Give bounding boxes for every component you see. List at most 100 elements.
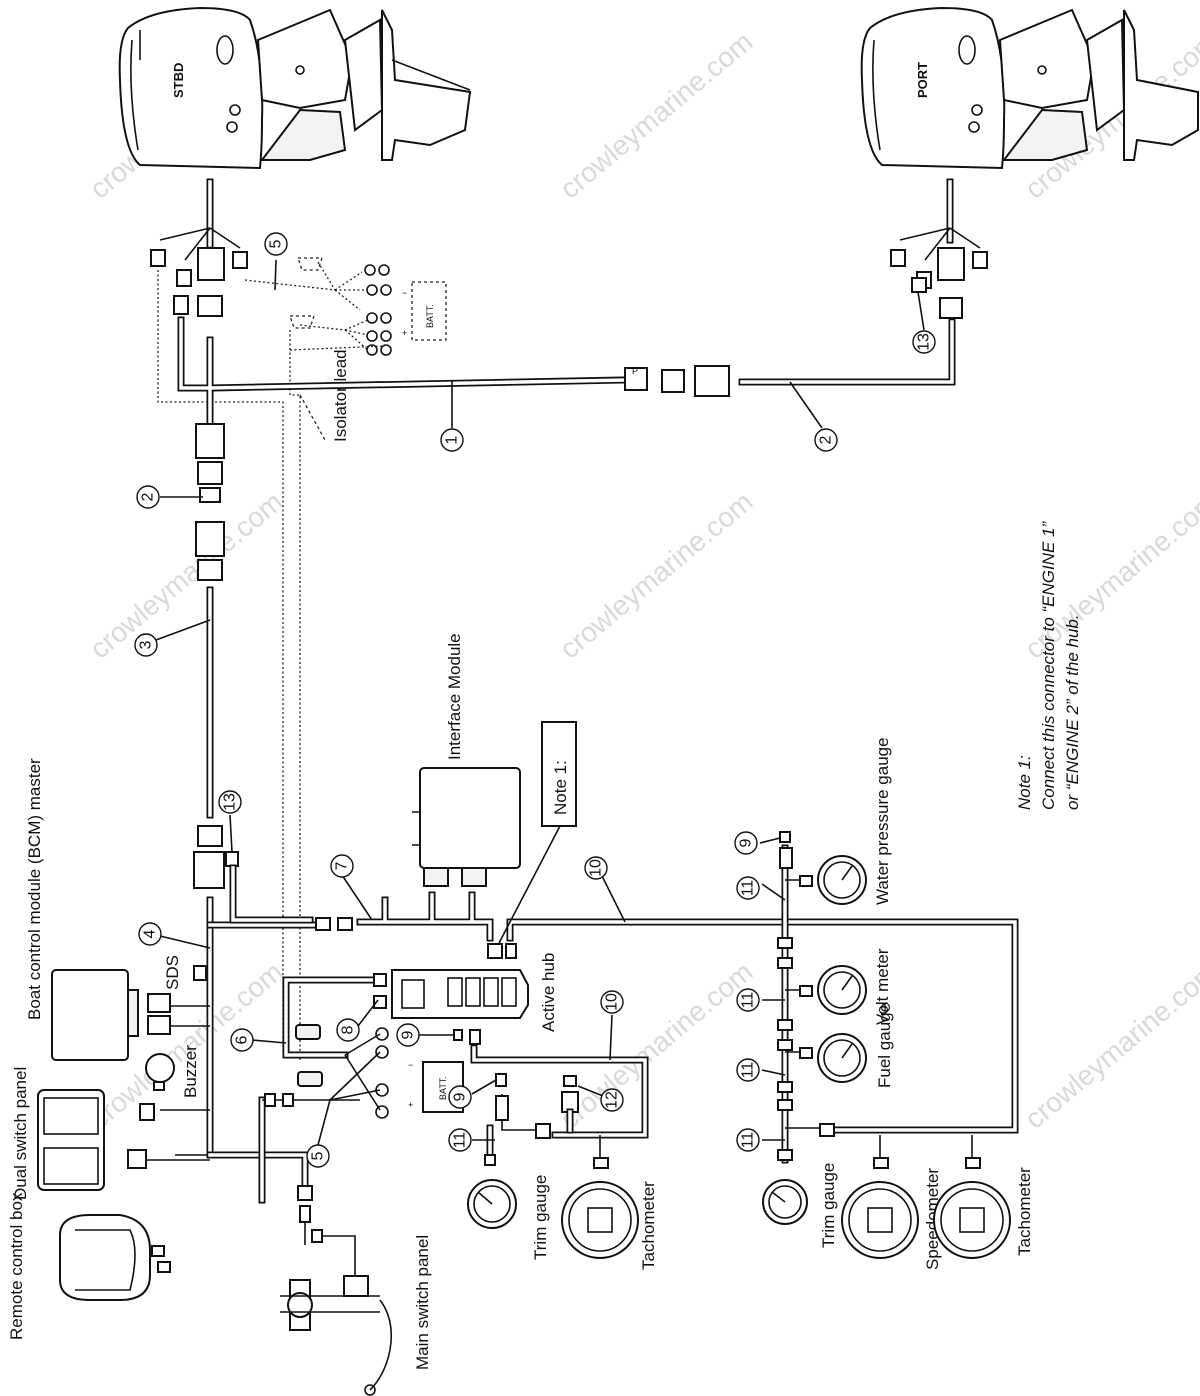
callout-6: 6 (230, 1028, 254, 1052)
battery-label-top: BATT. (425, 304, 435, 328)
callout-13-left: 13 (218, 790, 242, 814)
callout-4: 4 (138, 922, 162, 946)
svg-text:11: 11 (740, 992, 757, 1009)
svg-text:1: 1 (444, 435, 461, 444)
callout-10-right: 10 (584, 856, 608, 880)
active-hub-label: Active hub (539, 953, 558, 1032)
tachometer-left: Tachometer (561, 1181, 658, 1270)
dual-switch-panel: Dual switch panel (11, 1067, 155, 1200)
interface-module-label: Interface Module (445, 633, 464, 760)
speedometer: Speedometer (841, 1168, 942, 1270)
callout-1: 1 (440, 428, 464, 452)
callout-2-right: 2 (814, 428, 838, 452)
isolator-wiring: BATT. − + Isolator lead (157, 257, 447, 1060)
note-line1: Connect this connector to “ENGINE 1” (1039, 520, 1058, 810)
svg-text:11: 11 (740, 1062, 757, 1079)
svg-text:2: 2 (140, 492, 157, 501)
watermark: crowleymarine.com (554, 486, 759, 665)
battery-plus: + (402, 328, 407, 338)
svg-text:5: 5 (310, 1151, 327, 1160)
svg-text:10: 10 (604, 993, 621, 1011)
port-outboard: PORT (860, 6, 1199, 170)
watermark: crowleymarine.com (554, 26, 759, 205)
svg-text:7: 7 (334, 861, 351, 870)
note-line2: or “ENGINE 2” of the hub. (1063, 614, 1082, 810)
svg-text:9: 9 (738, 838, 755, 847)
callout-11-left: 11 (448, 1128, 472, 1152)
sds-label: SDS (163, 955, 182, 990)
trim-gauge-right: Trim gauge (762, 1163, 838, 1248)
stbd-outboard: STBD (118, 6, 472, 170)
dual-switch-label: Dual switch panel (11, 1067, 30, 1200)
svg-text:3: 3 (138, 640, 155, 649)
volt-meter-label: Volt meter (873, 948, 892, 1025)
interface-module: Interface Module (412, 633, 521, 887)
callout-5-top: 5 (264, 232, 288, 256)
svg-text:5: 5 (268, 239, 285, 248)
svg-text:12: 12 (604, 1091, 621, 1109)
callout-10-left: 10 (600, 990, 624, 1014)
trim-gauge-left: Trim gauge (467, 1175, 550, 1260)
battery-minus: − (402, 288, 407, 298)
callout-11-c: 11 (736, 1058, 760, 1082)
remote-control-label: Remote control box (7, 1192, 26, 1340)
callout-11-b: 11 (736, 988, 760, 1012)
fuel-gauge-label: Fuel gauge (875, 1003, 894, 1088)
svg-text:10: 10 (588, 859, 605, 877)
svg-text:9: 9 (400, 1030, 417, 1039)
tachometer-left-label: Tachometer (639, 1181, 658, 1270)
callout-9-right: 9 (734, 831, 758, 855)
svg-text:8: 8 (340, 1025, 357, 1034)
note1-box: Note 1: (487, 721, 577, 959)
callout-9-left: 9 (448, 1085, 472, 1109)
svg-text:6: 6 (234, 1035, 251, 1044)
callout-7: 7 (330, 854, 354, 878)
callout-11-a: 11 (736, 876, 760, 900)
isolator-label: Isolator lead (331, 349, 350, 442)
remote-control-box: Remote control box (7, 1192, 171, 1340)
buzzer: Buzzer (145, 1045, 200, 1098)
watermarks: crowleymarine.com crowleymarine.com crow… (84, 26, 1200, 1135)
speedometer-label: Speedometer (923, 1168, 942, 1270)
battery-plus-lower: + (408, 1100, 413, 1110)
volt-meter: Volt meter (817, 948, 892, 1025)
trim-gauge-right-label: Trim gauge (819, 1163, 838, 1248)
battery-label-bottom: BATT. (438, 1076, 448, 1100)
note-text: Note 1: Connect this connector to “ENGIN… (1015, 520, 1082, 810)
callout-5-bottom: 5 (306, 1144, 330, 1168)
svg-text:13: 13 (222, 793, 239, 811)
tachometer-right: Tachometer (933, 1167, 1034, 1259)
svg-text:13: 13 (916, 333, 933, 351)
callout-11-d: 11 (736, 1128, 760, 1152)
stbd-label: STBD (171, 63, 186, 98)
main-switch-label: Main switch panel (413, 1235, 432, 1370)
callout-9-hub: 9 (396, 1023, 420, 1047)
svg-text:2: 2 (818, 435, 835, 444)
callout-3: 3 (134, 633, 158, 657)
callout-2-left: 2 (136, 485, 160, 509)
callout-12: 12 (600, 1088, 624, 1112)
main-switch-panel: Main switch panel (280, 1235, 432, 1396)
note1-box-label: Note 1: (551, 760, 570, 815)
callouts: 1 2 2 3 4 5 5 6 7 8 9 9 9 10 10 11 11 11… (134, 232, 936, 1168)
svg-text:9: 9 (452, 1092, 469, 1101)
water-pressure-gauge: Water pressure gauge (817, 737, 892, 905)
active-hub: Active hub (373, 953, 558, 1032)
watermark: crowleymarine.com (84, 486, 289, 665)
note-title: Note 1: (1015, 755, 1034, 810)
svg-text:11: 11 (740, 1132, 757, 1149)
buzzer-label: Buzzer (181, 1045, 200, 1098)
callout-8: 8 (336, 1018, 360, 1042)
svg-text:11: 11 (452, 1132, 469, 1149)
bcm-master: Boat control module (BCM) master SDS (25, 758, 207, 1061)
p-tag: P (632, 366, 638, 376)
svg-text:11: 11 (740, 880, 757, 897)
watermark: crowleymarine.com (1019, 956, 1200, 1135)
tachometer-right-label: Tachometer (1015, 1167, 1034, 1256)
callout-13-right: 13 (912, 330, 936, 354)
svg-text:4: 4 (142, 929, 159, 938)
watermark: crowleymarine.com (554, 956, 759, 1135)
trim-gauge-left-label: Trim gauge (531, 1175, 550, 1260)
bcm-label: Boat control module (BCM) master (25, 758, 44, 1020)
